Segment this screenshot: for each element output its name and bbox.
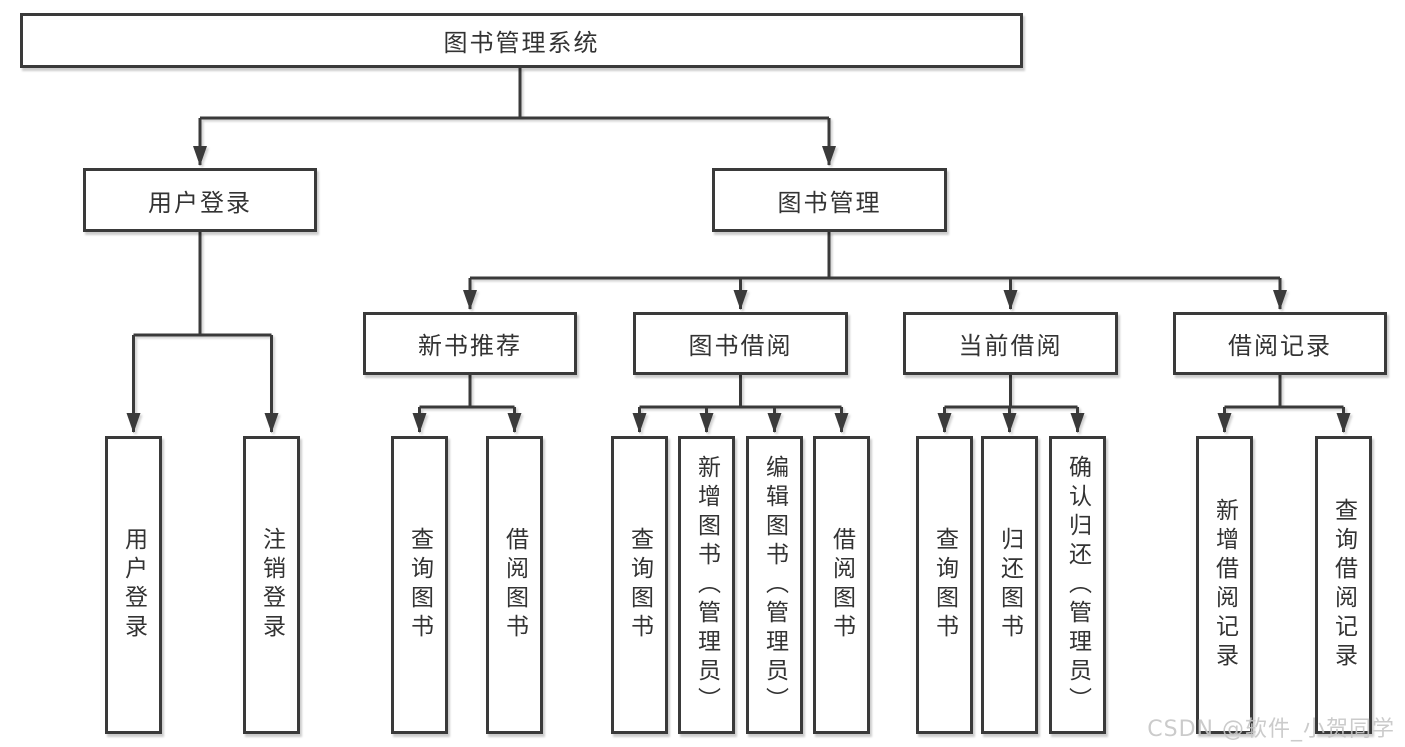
leaf-borrow-books-recommend-label: 借阅图书 [501, 527, 528, 643]
node-current-borrow: 当前借阅 [903, 312, 1118, 375]
leaf-add-borrow-record-label: 新增借阅记录 [1211, 498, 1238, 672]
node-book-borrow-label: 图书借阅 [688, 332, 793, 360]
wire-current-borrow-children [937, 375, 1085, 433]
node-borrow-records: 借阅记录 [1173, 312, 1387, 375]
leaf-borrow-books-label: 借阅图书 [828, 527, 855, 643]
leaf-edit-book-admin-label: 编辑图书（管理员） [761, 454, 788, 716]
node-book-management: 图书管理 [712, 168, 947, 232]
leaf-query-books-borrow-label: 查询图书 [626, 527, 653, 643]
leaf-logout: 注销登录 [243, 436, 300, 734]
leaf-query-books-recommend: 查询图书 [391, 436, 448, 734]
leaf-query-books-current-label: 查询图书 [931, 527, 958, 643]
node-new-book-recommend-label: 新书推荐 [418, 332, 522, 360]
wire-user-login-children [126, 232, 279, 433]
leaf-borrow-books: 借阅图书 [813, 436, 870, 734]
node-borrow-records-label: 借阅记录 [1228, 332, 1332, 360]
wire-new-book-recommend-children [412, 375, 522, 433]
watermark: CSDN @软件_小贺同学 [1147, 717, 1395, 742]
wire-root-to-level2 [193, 68, 836, 166]
leaf-query-books-recommend-label: 查询图书 [406, 527, 433, 643]
leaf-user-login: 用户登录 [105, 436, 162, 734]
wire-borrow-records-children [1217, 375, 1351, 433]
leaf-confirm-return-admin: 确认归还（管理员） [1049, 436, 1106, 734]
node-user-login-label: 用户登录 [148, 188, 252, 217]
leaf-borrow-books-recommend: 借阅图书 [486, 436, 543, 734]
leaf-confirm-return-admin-label: 确认归还（管理员） [1064, 454, 1091, 716]
leaf-add-book-admin-label: 新增图书（管理员） [693, 454, 720, 716]
wire-book-management-children [463, 232, 1287, 310]
leaf-query-books-borrow: 查询图书 [611, 436, 668, 734]
node-book-management-label: 图书管理 [777, 188, 882, 217]
leaf-query-borrow-record-label: 查询借阅记录 [1330, 498, 1357, 672]
leaf-query-borrow-record: 查询借阅记录 [1315, 436, 1372, 734]
leaf-return-book-label: 归还图书 [996, 527, 1023, 643]
leaf-add-borrow-record: 新增借阅记录 [1196, 436, 1253, 734]
node-book-borrow: 图书借阅 [633, 312, 848, 375]
leaf-return-book: 归还图书 [981, 436, 1038, 734]
leaf-user-login-label: 用户登录 [120, 527, 147, 643]
leaf-edit-book-admin: 编辑图书（管理员） [746, 436, 803, 734]
node-user-login: 用户登录 [83, 168, 317, 232]
node-root: 图书管理系统 [20, 13, 1023, 68]
leaf-query-books-current: 查询图书 [916, 436, 973, 734]
node-new-book-recommend: 新书推荐 [363, 312, 577, 375]
node-current-borrow-label: 当前借阅 [958, 332, 1063, 360]
leaf-add-book-admin: 新增图书（管理员） [678, 436, 735, 734]
wire-book-borrow-children [632, 375, 849, 433]
leaf-logout-label: 注销登录 [258, 527, 285, 643]
node-root-label: 图书管理系统 [443, 29, 600, 57]
